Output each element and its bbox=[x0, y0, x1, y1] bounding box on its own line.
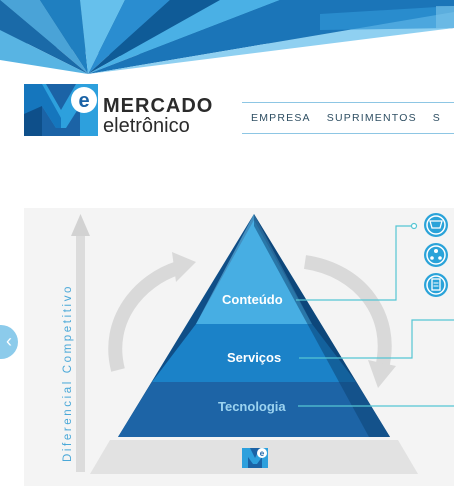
svg-text:e: e bbox=[78, 90, 89, 112]
axis-label: Diferencial Competitivo bbox=[62, 283, 74, 462]
chevron-left-icon: ‹ bbox=[6, 331, 12, 351]
tier-label-conteudo: Conteúdo bbox=[222, 292, 283, 307]
brand-name-line2: eletrônico bbox=[103, 115, 190, 137]
cart-icon bbox=[424, 213, 448, 237]
competitive-pyramid-diagram: e bbox=[24, 208, 454, 486]
document-icon bbox=[424, 273, 448, 297]
right-curved-arrow bbox=[303, 255, 392, 370]
left-curved-arrow bbox=[108, 261, 181, 372]
axis-arrow bbox=[71, 214, 90, 472]
header-banner bbox=[0, 0, 454, 74]
pyramid bbox=[118, 214, 390, 437]
brand-name-line1: MERCADO bbox=[103, 95, 214, 117]
svg-text:e: e bbox=[260, 449, 265, 458]
main-nav: EMPRESA SUPRIMENTOS S bbox=[242, 102, 454, 134]
carousel-prev-button[interactable]: ‹ bbox=[0, 325, 18, 359]
tier-label-tecnologia: Tecnologia bbox=[218, 399, 286, 414]
footer-logo-icon: e bbox=[242, 448, 268, 468]
nav-item-empresa[interactable]: EMPRESA bbox=[251, 112, 311, 124]
tier-label-servicos: Serviços bbox=[227, 350, 282, 365]
leader-lines bbox=[296, 222, 454, 407]
logo[interactable]: e bbox=[24, 84, 98, 136]
nav-item-truncated[interactable]: S bbox=[432, 112, 441, 124]
network-icon bbox=[424, 243, 448, 267]
nav-item-suprimentos[interactable]: SUPRIMENTOS bbox=[326, 112, 417, 124]
